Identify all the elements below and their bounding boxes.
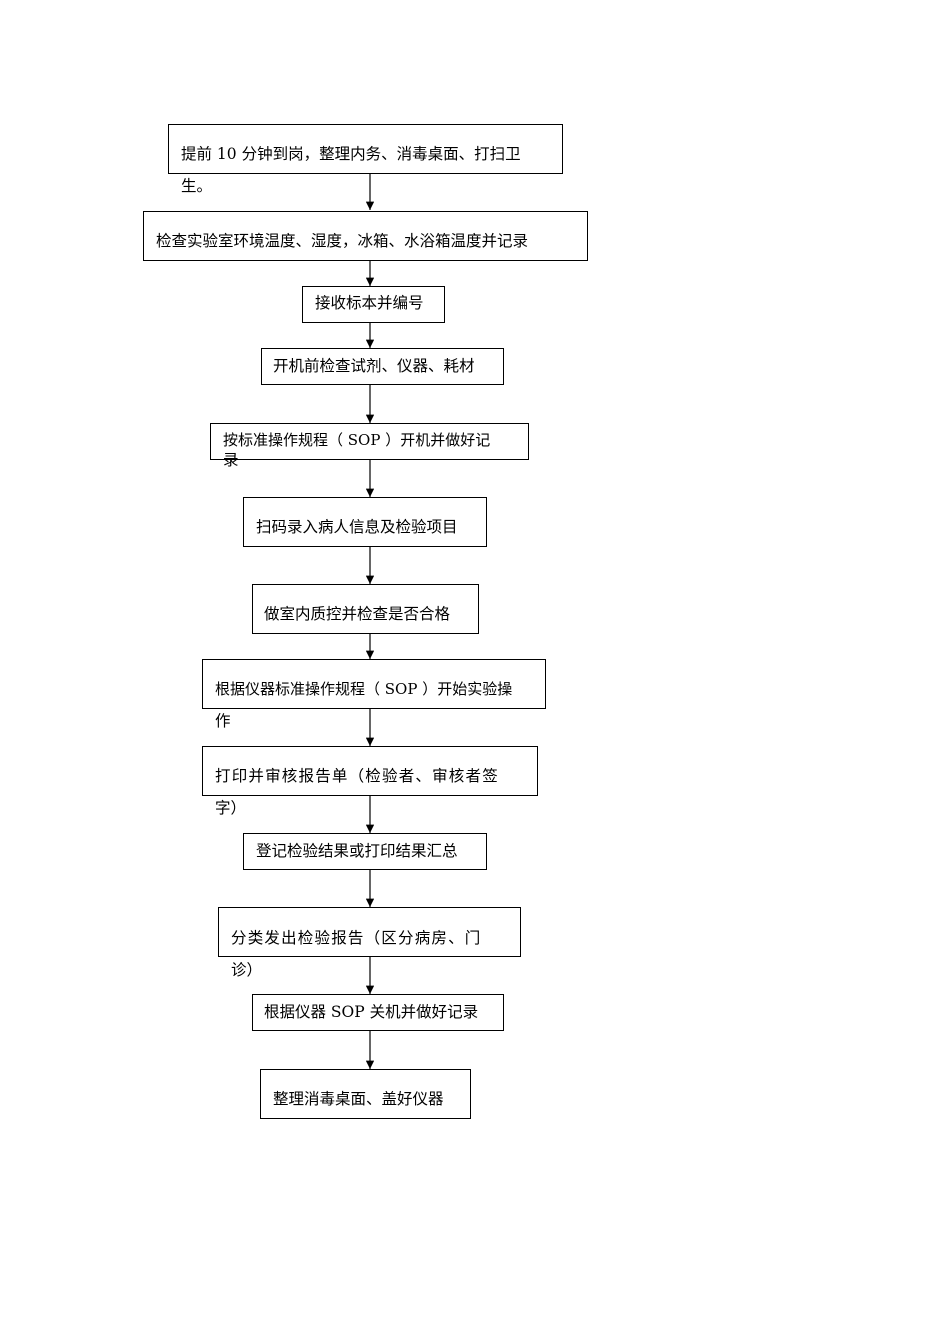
step-11-line1: 分类发出检验报告（区分病房、门 xyxy=(231,929,482,947)
step-box-1 xyxy=(168,124,563,174)
step-3-line1: 接收标本并编号 xyxy=(315,294,424,312)
step-7-line1: 做室内质控并检查是否合格 xyxy=(264,605,451,623)
step-box-3 xyxy=(302,286,445,323)
step-9-line1: 打印并审核报告单（检验者、审核者签 xyxy=(215,767,499,785)
step-13-line1: 整理消毒桌面、盖好仪器 xyxy=(273,1090,444,1108)
step-box-7 xyxy=(252,584,479,634)
step-6-line1: 扫码录入病人信息及检验项目 xyxy=(256,518,458,536)
step-box-13 xyxy=(260,1069,471,1119)
step-box-12 xyxy=(252,994,504,1031)
step-5-line1: 按标准操作规程（ SOP ）开机并做好记 xyxy=(223,431,491,449)
step-box-10 xyxy=(243,833,487,870)
step-2-line1: 检查实验室环境温度、湿度，冰箱、水浴箱温度并记录 xyxy=(156,232,529,250)
step-4-line1: 开机前检查试剂、仪器、耗材 xyxy=(273,357,475,375)
step-12-line1: 根据仪器 SOP 关机并做好记录 xyxy=(264,1003,479,1021)
step-box-8 xyxy=(202,659,546,709)
step-box-4 xyxy=(261,348,504,385)
step-5-line2: 录 xyxy=(223,451,239,469)
step-box-2 xyxy=(143,211,588,261)
step-box-5 xyxy=(210,423,529,460)
step-1-line1: 提前 10 分钟到岗，整理内务、消毒桌面、打扫卫 xyxy=(181,145,521,163)
step-8-line1: 根据仪器标准操作规程（ SOP ）开始实验操 xyxy=(215,680,513,698)
step-box-9 xyxy=(202,746,538,796)
step-10-line1: 登记检验结果或打印结果汇总 xyxy=(256,842,458,860)
step-box-11 xyxy=(218,907,521,957)
step-1-line2: 生。 xyxy=(181,177,213,195)
step-box-6 xyxy=(243,497,487,547)
step-9-line2: 字） xyxy=(215,799,247,817)
step-8-line2: 作 xyxy=(215,712,231,730)
step-11-line2: 诊） xyxy=(231,961,263,979)
